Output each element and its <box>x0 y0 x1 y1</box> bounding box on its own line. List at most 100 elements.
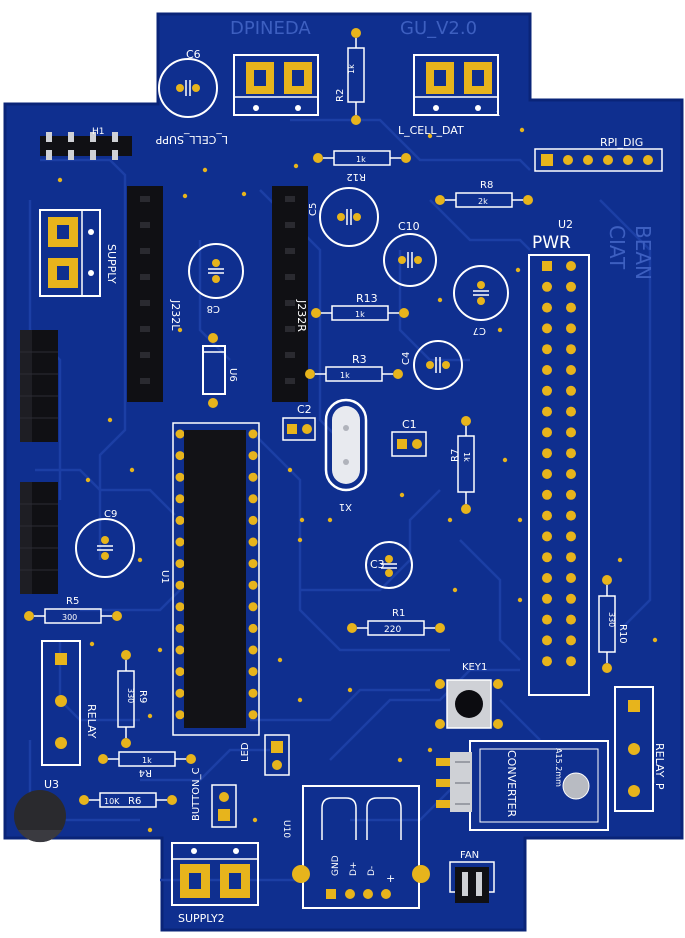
u1-pin <box>175 494 185 504</box>
capacitor-c7: C7 <box>453 265 509 336</box>
label-c6: C6 <box>186 48 201 61</box>
label-c1: C1 <box>402 418 417 431</box>
via <box>107 417 113 423</box>
u2-pin <box>566 531 576 542</box>
u2-pin <box>566 448 576 459</box>
u1-pin <box>175 623 185 633</box>
u2-pin <box>566 302 576 313</box>
header-j232r: J232R <box>272 186 308 402</box>
u2-pin <box>566 656 576 667</box>
u2-pin <box>566 261 576 271</box>
via <box>517 597 523 603</box>
u2-pin <box>566 406 576 417</box>
u1-pin <box>248 559 258 569</box>
capacitor-c3: C3 <box>365 541 413 589</box>
label-j232l: J232L <box>169 299 182 331</box>
via <box>427 747 433 753</box>
header-u2-pwr: U2 PWR <box>528 218 590 696</box>
via <box>437 297 443 303</box>
u2-pin <box>566 281 576 292</box>
u2-pin <box>542 344 552 355</box>
value-r3: 1k <box>340 371 350 380</box>
label-h1: H1 <box>92 127 105 137</box>
u1-pin <box>248 623 258 633</box>
u2-pin <box>542 385 552 396</box>
resistor-r2: 1k R2 <box>335 28 365 125</box>
capacitor-c8: C8 <box>188 243 244 314</box>
label-r10: R10 <box>617 624 628 644</box>
u1-pin <box>175 537 185 547</box>
capacitor-c9: C9 <box>75 509 135 578</box>
via <box>157 647 163 653</box>
u2-pin <box>542 614 552 625</box>
u1-pin <box>175 710 185 720</box>
label-gnd: GND <box>331 855 341 876</box>
capacitor-c6: C6 <box>158 48 218 118</box>
value-r1: 220 <box>384 625 401 635</box>
via <box>297 537 303 543</box>
via <box>652 637 658 643</box>
u2-pin <box>566 593 576 604</box>
u1-pin <box>175 645 185 655</box>
value-r4: 1k <box>142 756 152 765</box>
module-converter: CONVERTER A15.2mm <box>436 740 609 831</box>
u2-pin <box>566 552 576 563</box>
via <box>447 517 453 523</box>
via <box>347 687 353 693</box>
u1-pin <box>175 451 185 461</box>
via <box>297 697 303 703</box>
label-c3: C3 <box>370 558 385 571</box>
u2-pin <box>542 489 552 500</box>
pushbutton-key1: KEY1 <box>435 662 503 729</box>
via <box>327 517 333 523</box>
label-u3: U3 <box>44 778 59 791</box>
value-r12: 1k <box>356 155 366 164</box>
resistor-r1: 220 R1 <box>347 608 445 636</box>
capacitor-c2: C2 <box>282 403 316 441</box>
label-c8: C8 <box>207 303 220 314</box>
via <box>182 193 188 199</box>
u2-pin <box>542 635 552 646</box>
via <box>85 477 91 483</box>
u2-pin <box>542 406 552 417</box>
label-dim: A15.2mm <box>554 748 563 787</box>
u1-pin <box>248 710 258 720</box>
header-j232l: J232L <box>127 186 182 402</box>
u1-pin <box>248 451 258 461</box>
label-rpi-dig: RPI_DIG <box>600 136 643 149</box>
capacitor-c10: C10 <box>383 220 437 287</box>
label-r4: R4 <box>139 767 152 778</box>
label-r7: R7 <box>450 449 461 462</box>
title-right: GU_V2.0 <box>400 18 477 39</box>
u2-pin <box>542 593 552 604</box>
value-r13: 1k <box>355 310 365 319</box>
label-key1: KEY1 <box>462 662 487 673</box>
label-converter: CONVERTER <box>505 750 518 818</box>
via <box>147 713 153 719</box>
label-led: LED <box>240 742 251 762</box>
via <box>147 827 153 833</box>
label-c4: C4 <box>401 352 412 365</box>
value-r7: 1k <box>462 452 471 462</box>
u2-pin <box>542 281 552 292</box>
label-r3: R3 <box>352 353 367 366</box>
connector-supply2: SUPPLY2 <box>171 842 259 925</box>
side-text-ciat: CIAT <box>605 225 629 270</box>
u1-pin <box>248 688 258 698</box>
u1-pin <box>248 515 258 525</box>
u2-pin <box>542 531 552 542</box>
via <box>452 587 458 593</box>
via <box>57 177 63 183</box>
via <box>202 167 208 173</box>
u1-pin <box>175 515 185 525</box>
via <box>515 267 521 273</box>
via <box>129 467 135 473</box>
u2-pin <box>542 469 552 479</box>
vias <box>57 127 658 833</box>
u2-pin <box>566 365 576 375</box>
board-title: DPINEDA GU_V2.0 CIAT BEAN <box>230 18 655 280</box>
label-pwr: PWR <box>532 233 571 253</box>
label-c5: C5 <box>308 203 319 216</box>
label-d-minus: D- <box>367 866 377 876</box>
u1-pin <box>175 602 185 612</box>
